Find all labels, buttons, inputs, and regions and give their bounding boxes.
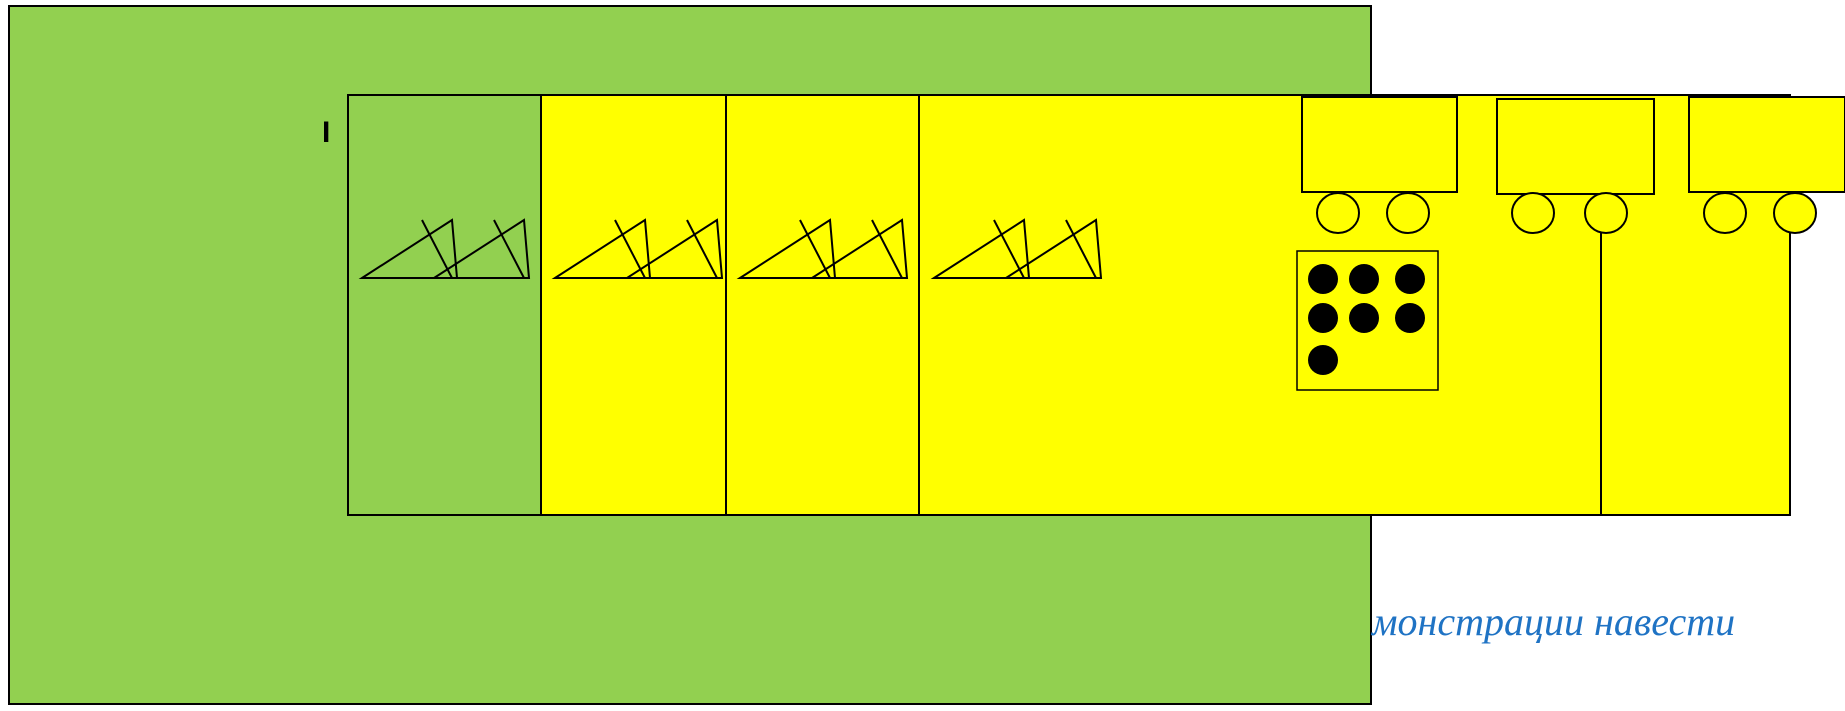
- cart-wheel: [1317, 193, 1359, 233]
- dot: [1349, 303, 1379, 333]
- caption-text: монстрации навести: [1372, 602, 1735, 642]
- cart-wheel: [1512, 193, 1554, 233]
- cart-body: [1302, 97, 1457, 192]
- dot: [1308, 303, 1338, 333]
- dot-card: [1297, 251, 1438, 390]
- dot: [1395, 264, 1425, 294]
- dot: [1349, 264, 1379, 294]
- cart-wheel: [1387, 193, 1429, 233]
- dot: [1395, 303, 1425, 333]
- dot: [1308, 345, 1338, 375]
- row-label: I: [322, 118, 330, 148]
- dot: [1308, 264, 1338, 294]
- cart-wheel: [1774, 193, 1816, 233]
- strip-section-green: [348, 95, 541, 515]
- cart-wheel: [1704, 193, 1746, 233]
- cart-body: [1497, 99, 1654, 194]
- cart-wheel: [1585, 193, 1627, 233]
- cart-body: [1689, 97, 1845, 192]
